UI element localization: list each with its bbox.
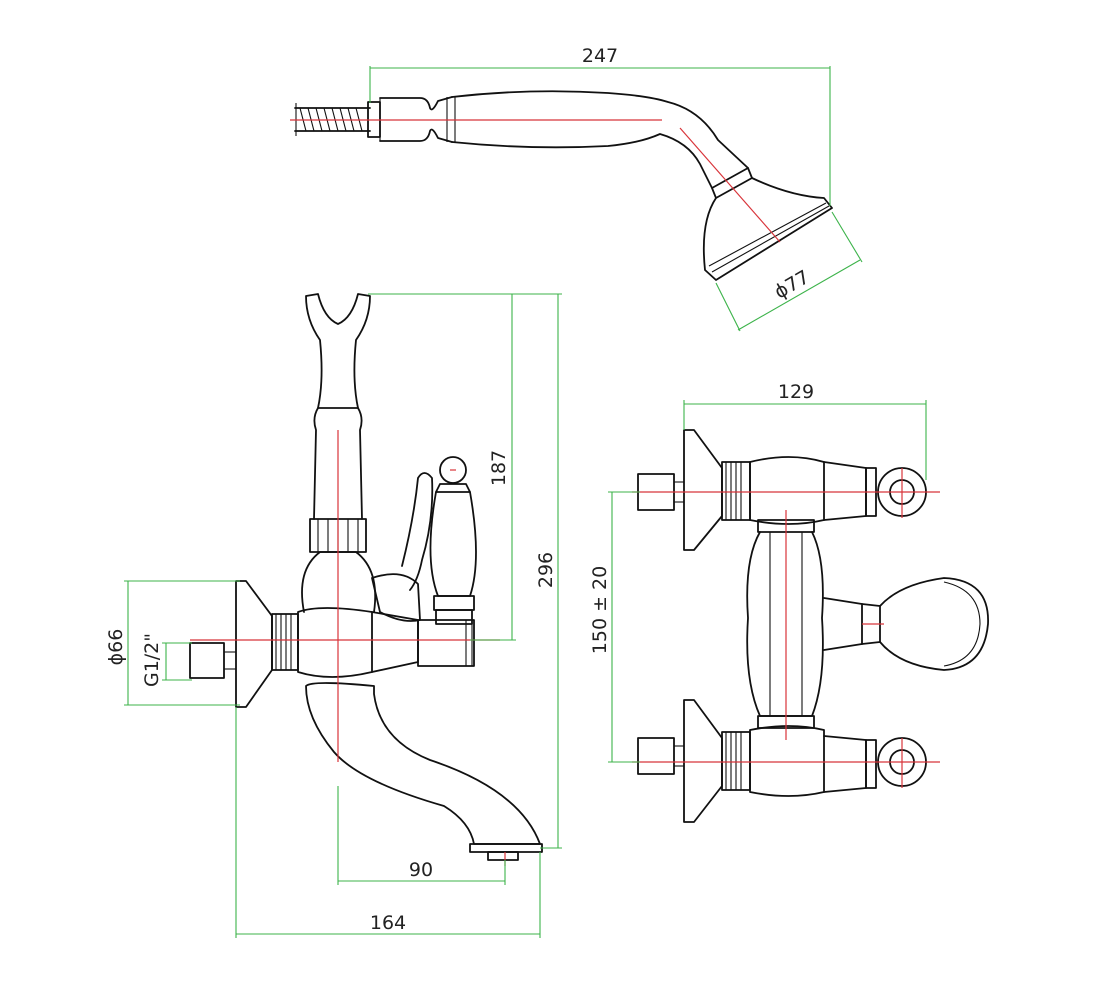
dim-hand-shower-length: 247: [369, 45, 831, 206]
hand-shower: [290, 90, 833, 281]
dim-label-front-upper-height: 187: [488, 450, 510, 486]
dim-label-top-centers: 150 ± 20: [589, 566, 611, 654]
body-connector: [746, 519, 824, 729]
mixer-body: [297, 551, 419, 678]
dim-front-spout-reach: 90: [337, 786, 506, 885]
dim-label-hand-shower-head-diameter: ϕ77: [771, 266, 814, 303]
lower-inlet-assembly: [637, 699, 927, 823]
bath-spout: [305, 682, 543, 861]
shower-holder: [305, 293, 371, 520]
front-view: [189, 293, 543, 866]
dim-front-upper-height: 187: [470, 294, 516, 641]
dim-label-front-wall-diameter: ϕ66: [105, 629, 127, 666]
dim-top-centers: 150 ± 20: [589, 491, 640, 763]
control-handle: [417, 456, 477, 667]
dim-hand-shower-head-diameter: ϕ77: [715, 211, 863, 332]
dim-label-front-thread: G1/2": [141, 633, 163, 687]
dim-label-hand-shower-length: 247: [582, 45, 618, 67]
dim-front-total-depth: 164: [235, 707, 541, 938]
dim-label-front-spout-reach: 90: [409, 859, 433, 881]
wall-flange: [235, 580, 273, 708]
dim-front-wall-diameter: ϕ66: [105, 580, 240, 706]
dim-front-thread: G1/2": [141, 633, 192, 687]
shower-handle: [446, 90, 749, 189]
shower-head: [702, 167, 833, 281]
spout-top: [823, 577, 989, 671]
dim-label-front-total-depth: 164: [370, 912, 406, 934]
hex-nut: [271, 613, 299, 671]
dim-label-front-total-height: 296: [535, 552, 557, 588]
diverter-lever: [371, 472, 434, 622]
dim-top-width: 129: [683, 381, 927, 480]
inlet-connector: [189, 642, 236, 679]
dim-front-total-height: 296: [368, 293, 562, 849]
top-view: [632, 429, 989, 823]
dim-label-top-width: 129: [778, 381, 814, 403]
